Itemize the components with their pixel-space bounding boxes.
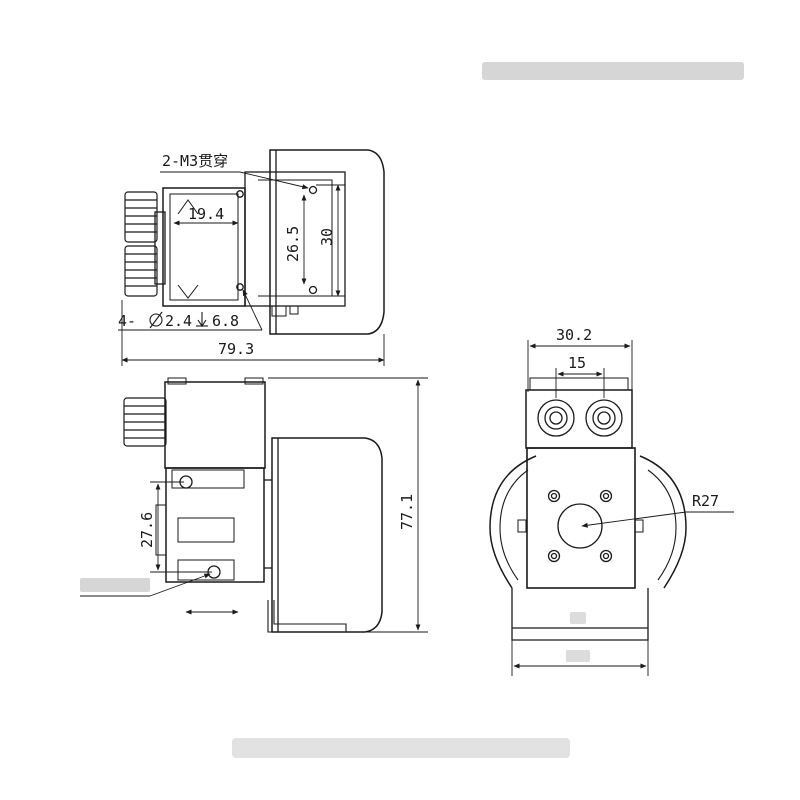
label-hole-callout: 4-	[118, 312, 136, 330]
side-view	[123, 377, 383, 633]
top-view	[124, 149, 385, 335]
label-mount-callout: 2-M3贯穿	[162, 152, 228, 170]
depth-icon	[196, 312, 208, 327]
label-overall-length: 79.3	[218, 340, 254, 358]
side-view-labels: 77.1 27.6	[138, 494, 416, 548]
label-port-center: 15	[568, 354, 586, 372]
front-view	[489, 377, 687, 641]
watermark-side	[80, 578, 150, 592]
watermark-url	[232, 738, 570, 758]
label-mount-spacing-outer: 30	[318, 228, 336, 246]
label-mount-spacing-inner: 26.5	[284, 226, 302, 262]
watermark-front	[566, 612, 590, 662]
label-width: 30.2	[556, 326, 592, 344]
label-hole-spec: 2.4	[165, 312, 192, 330]
label-height: 77.1	[398, 494, 416, 530]
top-view-labels: 2-M3贯穿 19.4 26.5 30 4- 2.4 6.8 79.3	[118, 152, 336, 358]
watermark-logo	[482, 62, 744, 80]
front-view-dimensions	[511, 340, 734, 676]
label-port-spacing: 27.6	[138, 512, 156, 548]
side-view-dimensions	[80, 377, 428, 633]
front-view-labels: 30.2 15 R27	[556, 326, 719, 510]
top-view-dimensions	[118, 171, 385, 366]
label-radius: R27	[692, 492, 719, 510]
label-hole-spacing-x: 19.4	[188, 205, 224, 223]
label-hole-depth: 6.8	[212, 312, 239, 330]
diameter-icon	[149, 311, 163, 329]
